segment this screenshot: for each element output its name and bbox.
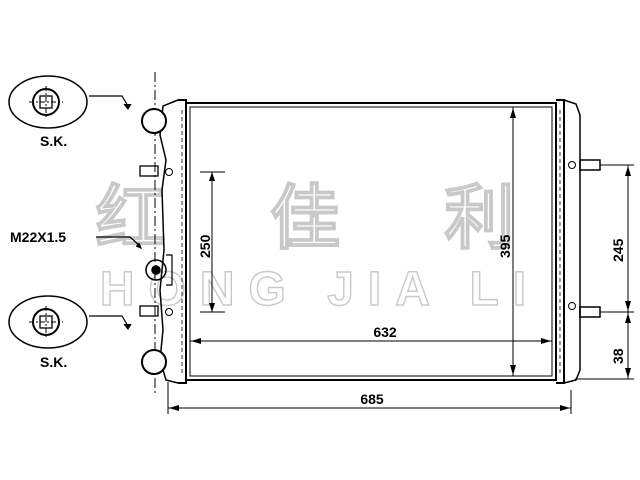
sensor-socket-bottom xyxy=(8,295,132,349)
sensor-socket-top xyxy=(8,75,132,129)
dim-core-height: 395 xyxy=(497,234,513,258)
right-mount-top xyxy=(568,161,576,169)
dim-outlet-offset: 38 xyxy=(610,348,626,364)
right-lower-nipple xyxy=(579,306,601,318)
left-tank xyxy=(139,99,187,384)
lower-outlet-pipe xyxy=(141,349,167,375)
thread-boss xyxy=(145,259,167,281)
dim-core-height-lines xyxy=(510,107,516,376)
dim-fitting-spacing-lines xyxy=(200,171,225,313)
left-mount-bottom xyxy=(165,308,173,316)
sk-label-top: S.K. xyxy=(40,133,67,149)
dim-core-width: 632 xyxy=(373,324,397,340)
dim-right-lines xyxy=(575,164,634,380)
right-mount-bottom xyxy=(568,302,576,310)
dim-overall-width: 685 xyxy=(360,391,384,407)
watermark-chinese: 红 佳 利 xyxy=(96,177,555,259)
upper-side-bracket xyxy=(139,165,159,177)
right-upper-nipple xyxy=(579,159,601,171)
lower-side-bracket xyxy=(139,305,159,317)
dim-core-width-lines xyxy=(190,338,552,344)
dim-overall-width-lines xyxy=(167,382,572,414)
dim-fitting-spacing: 250 xyxy=(197,234,213,258)
dim-outlet-spacing: 245 xyxy=(610,238,626,262)
right-tank xyxy=(556,99,601,384)
upper-inlet-pipe xyxy=(141,108,167,134)
sk-label-bottom: S.K. xyxy=(40,354,67,370)
thread-label: M22X1.5 xyxy=(10,229,66,245)
thread-leader xyxy=(96,236,143,250)
left-mount-top xyxy=(165,168,173,176)
watermark: 红 佳 利 HONG JIA LI xyxy=(95,176,555,317)
watermark-english: HONG JIA LI xyxy=(100,263,540,316)
